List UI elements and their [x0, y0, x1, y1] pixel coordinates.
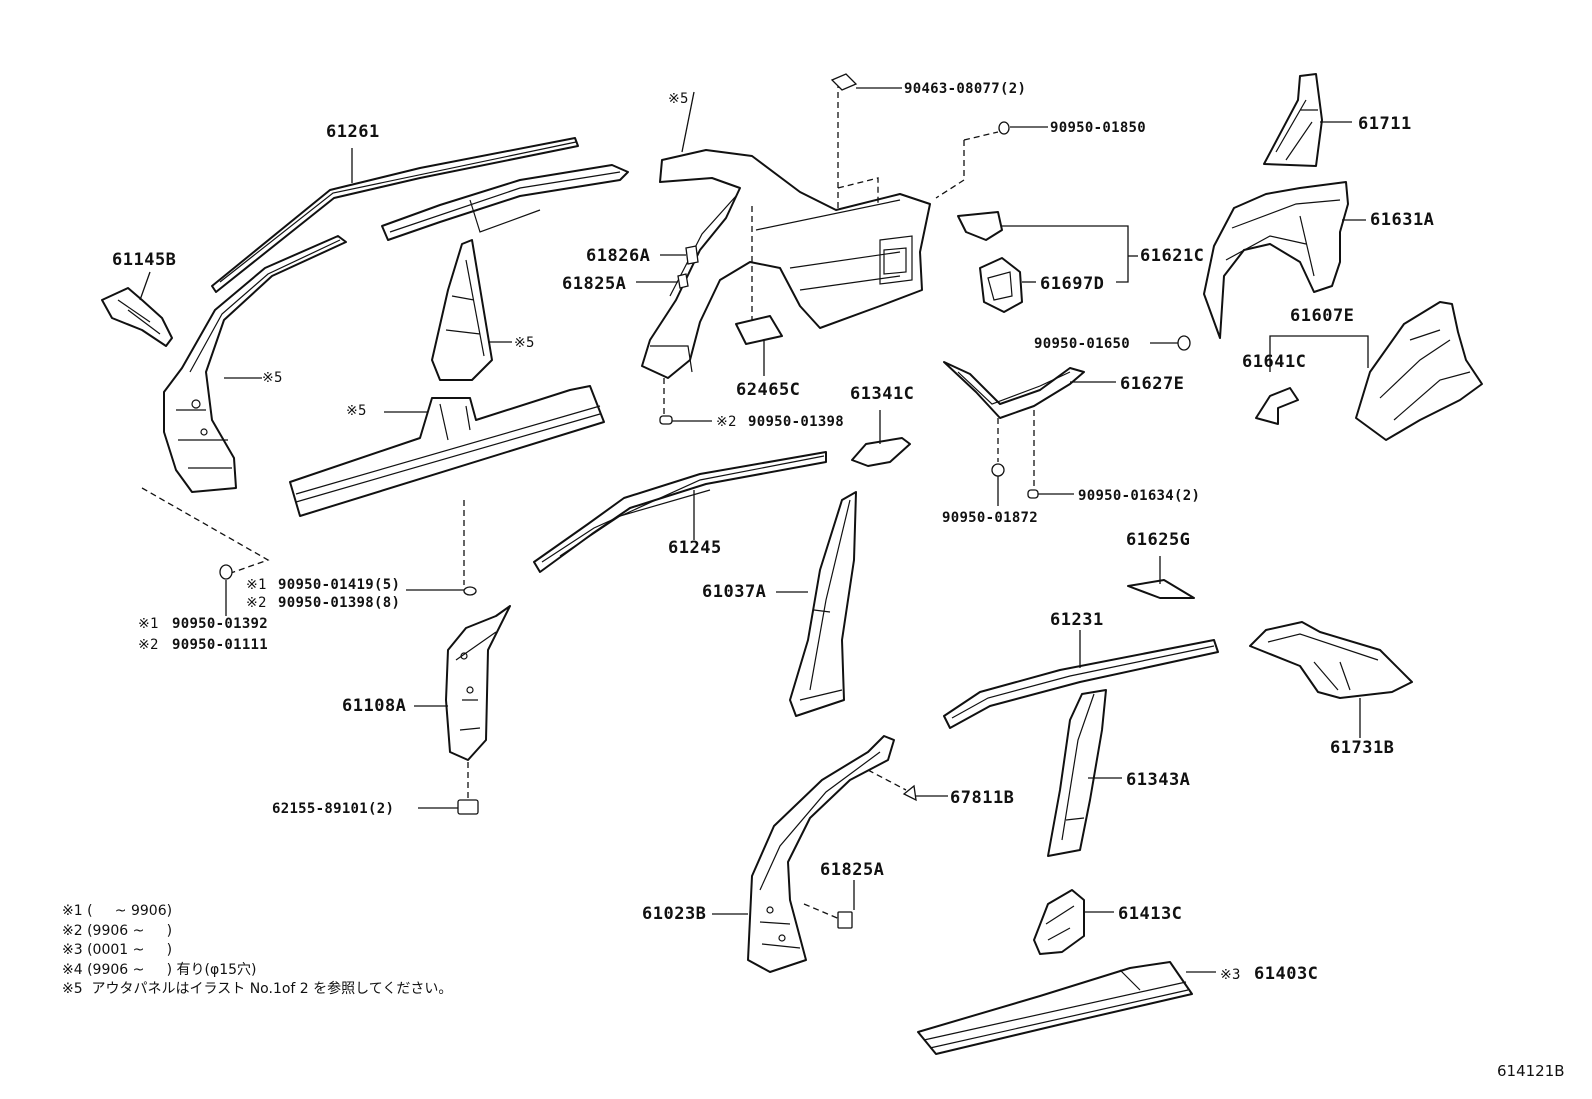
label-61631A: 61631A — [1370, 210, 1435, 230]
footnotes: ※1 ( ~ 9906) ※2 (9906 ~ ) ※3 (0001 ~ ) ※… — [62, 902, 452, 1000]
label-61731B: 61731B — [1330, 738, 1395, 758]
part-61343A — [1047, 689, 1122, 857]
mark-5-rocker: ※5 — [346, 403, 367, 419]
label-61826A: 61826A — [586, 246, 651, 266]
footnote-1: ※1 ( ~ 9906) — [62, 903, 173, 919]
label-61343A: 61343A — [1126, 770, 1191, 790]
part-61245 — [533, 451, 827, 573]
label-61261: 61261 — [326, 122, 380, 142]
part-roof-header — [381, 164, 629, 241]
part-61145B-bracket — [101, 271, 173, 347]
mark-2-top: ※2 — [716, 414, 737, 430]
label-61413C: 61413C — [1118, 904, 1183, 924]
label-90950-01398-8: 90950-01398(8) — [278, 595, 401, 611]
label-90950-01392: 90950-01392 — [172, 616, 269, 632]
part-61231 — [943, 630, 1219, 729]
label-61607E: 61607E — [1290, 306, 1355, 326]
label-61621C: 61621C — [1140, 246, 1205, 266]
label-62465C: 62465C — [736, 380, 801, 400]
part-quarter-panel — [641, 149, 931, 379]
part-61413C — [1033, 889, 1114, 955]
part-61731B — [1249, 621, 1413, 738]
label-90950-01398-top: 90950-01398 — [748, 414, 845, 430]
part-61403C — [917, 961, 1216, 1055]
footnote-3: ※3 (0001 ~ ) — [62, 942, 173, 958]
part-61037A — [776, 491, 857, 717]
mark-2-b: ※2 — [138, 637, 159, 653]
label-90950-01634: 90950-01634(2) — [1078, 488, 1201, 504]
part-61108A — [414, 605, 511, 761]
label-61825A-bottom: 61825A — [820, 860, 885, 880]
footnote-2: ※2 (9906 ~ ) — [62, 922, 173, 939]
mark-5-front-pillar: ※5 — [262, 370, 283, 386]
part-61261-roof-rail — [211, 137, 579, 293]
label-61825A-top: 61825A — [562, 274, 627, 294]
label-61145B: 61145B — [112, 250, 177, 270]
label-61341C: 61341C — [850, 384, 915, 404]
part-61607E — [1269, 301, 1483, 441]
part-61023B — [712, 735, 895, 973]
label-61245: 61245 — [668, 538, 722, 558]
part-center-pillar-upper — [431, 239, 512, 381]
mark-1-a: ※1 — [246, 577, 267, 593]
footnote-4: ※4 (9906 ~ ) 有り(φ15穴) — [62, 961, 257, 978]
label-90950-01850: 90950-01850 — [1050, 120, 1147, 136]
label-67811B: 67811B — [950, 788, 1015, 808]
footnote-5: ※5 アウタパネルはイラスト No.1of 2 を参照してください。 — [62, 981, 453, 997]
part-61627E — [943, 361, 1116, 419]
label-90950-01111: 90950-01111 — [172, 637, 269, 653]
label-90950-01419: 90950-01419(5) — [278, 577, 401, 593]
label-90950-01872: 90950-01872 — [942, 510, 1039, 526]
mark-2-a: ※2 — [246, 595, 267, 611]
label-61641C: 61641C — [1242, 352, 1307, 372]
part-61631A-wheelhouse — [1203, 181, 1366, 339]
mark-3: ※3 — [1220, 967, 1241, 983]
label-61231: 61231 — [1050, 610, 1104, 630]
label-61108A: 61108A — [342, 696, 407, 716]
part-front-pillar-assembly — [163, 235, 347, 493]
label-61625G: 61625G — [1126, 530, 1191, 550]
label-61023B: 61023B — [642, 904, 707, 924]
label-61037A: 61037A — [702, 582, 767, 602]
part-rocker-outer-left — [289, 385, 605, 517]
part-61711 — [1263, 73, 1352, 167]
mark-1-b: ※1 — [138, 616, 159, 632]
mark-5-center-pillar: ※5 — [514, 335, 535, 351]
illustration-reference: 614121B — [1497, 1062, 1565, 1080]
label-62155-89101: 62155-89101(2) — [272, 801, 395, 817]
mark-5-top: ※5 — [668, 91, 689, 107]
label-90463-08077: 90463-08077(2) — [904, 81, 1027, 97]
label-61711: 61711 — [1358, 114, 1412, 134]
label-90950-01650: 90950-01650 — [1034, 336, 1131, 352]
label-61697D: 61697D — [1040, 274, 1105, 294]
label-61403C: 61403C — [1254, 964, 1319, 984]
label-61627E: 61627E — [1120, 374, 1185, 394]
